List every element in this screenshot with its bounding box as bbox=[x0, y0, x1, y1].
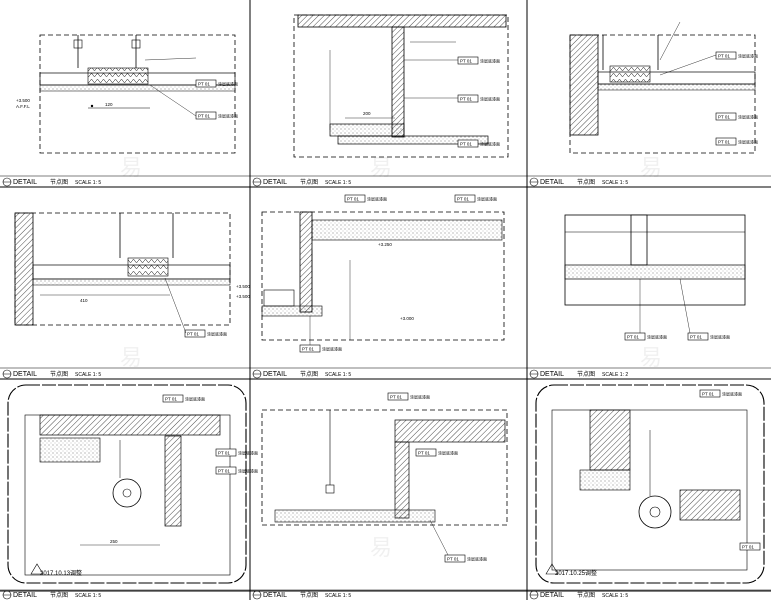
pt-tag-label: PT 01 bbox=[718, 54, 730, 59]
panel-scale: SCALE 1: 5 bbox=[602, 593, 628, 599]
pt-tag-label: PT 01 bbox=[718, 140, 730, 145]
pt-tag-label: PT 01 bbox=[690, 335, 702, 340]
revision-triangle-icon-2 bbox=[545, 563, 559, 575]
pt-tag-label: PT 01 bbox=[218, 469, 230, 474]
pt-tag-label: PT 01 bbox=[447, 557, 459, 562]
pt-tag-label: PT 01 bbox=[742, 545, 754, 550]
panel-title: 节点图 bbox=[300, 178, 318, 186]
detail-panel-8: PT 01 涂层底漆面 PT 01 涂层底漆面 PT 01 涂层底漆面 bbox=[261, 392, 508, 563]
detail-panel-2: PT 01 涂层底漆面 PT 01 涂层底漆面 PT 01 涂层底漆面 bbox=[293, 14, 509, 158]
pt-tag-note: 涂层底漆面 bbox=[738, 114, 758, 120]
pt-tag-label: PT 01 bbox=[187, 332, 199, 337]
pt-tag-note: 涂层底漆面 bbox=[322, 346, 342, 352]
revision-note-1: 2017.10.13调整 bbox=[40, 569, 82, 577]
pt-tag-note: 涂层底漆面 bbox=[185, 396, 205, 402]
pt-tag-label: PT 01 bbox=[347, 197, 359, 202]
detail-panel-1: PT 01 涂层底漆面 PT 01 涂层底漆面 bbox=[39, 34, 238, 154]
level-mark-1: +3.500 bbox=[16, 98, 30, 103]
pt-tag-label: PT 01 bbox=[718, 115, 730, 120]
pt-tag-note: 涂层底漆面 bbox=[722, 391, 742, 397]
revision-triangle-icon bbox=[30, 563, 44, 575]
pt-tag-note: 涂层底漆面 bbox=[367, 196, 387, 202]
pt-tag-label: PT 01 bbox=[457, 197, 469, 202]
pt-tag-label: PT 01 bbox=[460, 59, 472, 64]
level-mark-5b: +3.000 bbox=[400, 316, 414, 321]
panel-detail-label: DETAIL bbox=[13, 179, 37, 186]
pt-tag-label: PT 01 bbox=[165, 397, 177, 402]
panel-scale: SCALE 1: 5 bbox=[75, 180, 101, 186]
panel-scale: SCALE 1: 5 bbox=[75, 372, 101, 378]
revision-note-2: 2017.10.25调整 bbox=[555, 569, 597, 577]
panel-title: 节点图 bbox=[50, 178, 68, 186]
pt-tag-note: 涂层底漆面 bbox=[738, 53, 758, 59]
panel-detail-label: DETAIL bbox=[540, 592, 564, 599]
panel-scale: SCALE 1: 5 bbox=[75, 593, 101, 599]
panel-scale: SCALE 1: 5 bbox=[602, 180, 628, 186]
pt-tag-label: PT 01 bbox=[460, 142, 472, 147]
pt-tag-label: PT 01 bbox=[418, 451, 430, 456]
pt-tag-note: 涂层底漆面 bbox=[480, 141, 500, 147]
pt-tag-label: PT 01 bbox=[302, 347, 314, 352]
panel-detail-label: DETAIL bbox=[263, 592, 287, 599]
panel-footers: DETAIL 节点图 SCALE 1: 5 DETAIL 节点图 SCALE 1: 5 DE… bbox=[2, 177, 628, 600]
panel-title: 节点图 bbox=[50, 370, 68, 378]
pt-tag-note: 涂层底漆面 bbox=[438, 450, 458, 456]
panel-title: 节点图 bbox=[577, 591, 595, 599]
dim-7: 250 bbox=[110, 539, 118, 544]
pt-tag-label: PT 01 bbox=[218, 451, 230, 456]
level-mark-4b: +3.500 bbox=[236, 294, 250, 299]
pt-tag-label: PT 01 bbox=[627, 335, 639, 340]
panel-title: 节点图 bbox=[300, 591, 318, 599]
pt-tag-label: PT 01 bbox=[390, 395, 402, 400]
panel-title: 节点图 bbox=[300, 370, 318, 378]
panel-detail-label: DETAIL bbox=[540, 371, 564, 378]
panel-title: 节点图 bbox=[50, 591, 68, 599]
panel-scale: SCALE 1: 2 bbox=[602, 372, 628, 378]
pt-tag-note: 涂层底漆面 bbox=[480, 58, 500, 64]
detail-panel-7: PT 01 涂层底漆面 PT 01 涂层底漆面 PT 01 涂层底漆面 bbox=[7, 384, 258, 584]
pt-tag-note: 涂层底漆面 bbox=[238, 450, 258, 456]
pt-tag-label: PT 01 bbox=[702, 392, 714, 397]
panel-detail-label: DETAIL bbox=[13, 371, 37, 378]
panel-detail-label: DETAIL bbox=[13, 592, 37, 599]
pt-tag-note: 涂层底漆面 bbox=[710, 334, 730, 340]
detail-panel-5: PT 01 涂层底漆面 PT 01 涂层底漆面 PT 01 涂层底漆面 bbox=[261, 194, 505, 353]
detail-panel-4: PT 01 涂层底漆面 bbox=[14, 212, 231, 338]
detail-panel-9: PT 01 涂层底漆面 PT 01 bbox=[535, 384, 765, 584]
level-mark-1b: A.F.F.L bbox=[16, 104, 30, 109]
pt-tag-note: 涂层底漆面 bbox=[218, 113, 238, 119]
detail-panel-6: PT 01 涂层底漆面 PT 01 涂层底漆面 bbox=[564, 214, 746, 341]
level-mark-5a: +3.250 bbox=[378, 242, 392, 247]
panel-title: 节点图 bbox=[577, 370, 595, 378]
level-mark-4a: +3.500 bbox=[236, 284, 250, 289]
pt-tag-label: PT 01 bbox=[460, 97, 472, 102]
panel-scale: SCALE 1: 5 bbox=[325, 593, 351, 599]
pt-tag-note: 涂层底漆面 bbox=[207, 331, 227, 337]
detail-panel-3: PT 01 涂层底漆面 PT 01 涂层底漆面 PT 01 涂层底漆面 bbox=[569, 21, 758, 154]
pt-tag-note: 涂层底漆面 bbox=[480, 96, 500, 102]
pt-tag-label: PT 01 bbox=[198, 82, 210, 87]
panel-title: 节点图 bbox=[577, 178, 595, 186]
dim-4: 410 bbox=[80, 298, 88, 303]
pt-tag-note: 涂层底漆面 bbox=[238, 468, 258, 474]
pt-tag-note: 涂层底漆面 bbox=[647, 334, 667, 340]
pt-tag-note: 涂层底漆面 bbox=[477, 196, 497, 202]
dim-1: 120 bbox=[105, 102, 113, 107]
panel-detail-label: DETAIL bbox=[263, 371, 287, 378]
pt-tag-note: 涂层底漆面 bbox=[467, 556, 487, 562]
panel-scale: SCALE 1: 5 bbox=[325, 372, 351, 378]
panel-detail-label: DETAIL bbox=[540, 179, 564, 186]
pt-tag-note: 涂层底漆面 bbox=[218, 81, 238, 87]
pt-tag-label: PT 01 bbox=[198, 114, 210, 119]
pt-tag-note: 涂层底漆面 bbox=[738, 139, 758, 145]
dim-2: 200 bbox=[363, 111, 371, 116]
panel-scale: SCALE 1: 5 bbox=[325, 180, 351, 186]
pt-tag-note: 涂层底漆面 bbox=[410, 394, 430, 400]
panel-detail-label: DETAIL bbox=[263, 179, 287, 186]
